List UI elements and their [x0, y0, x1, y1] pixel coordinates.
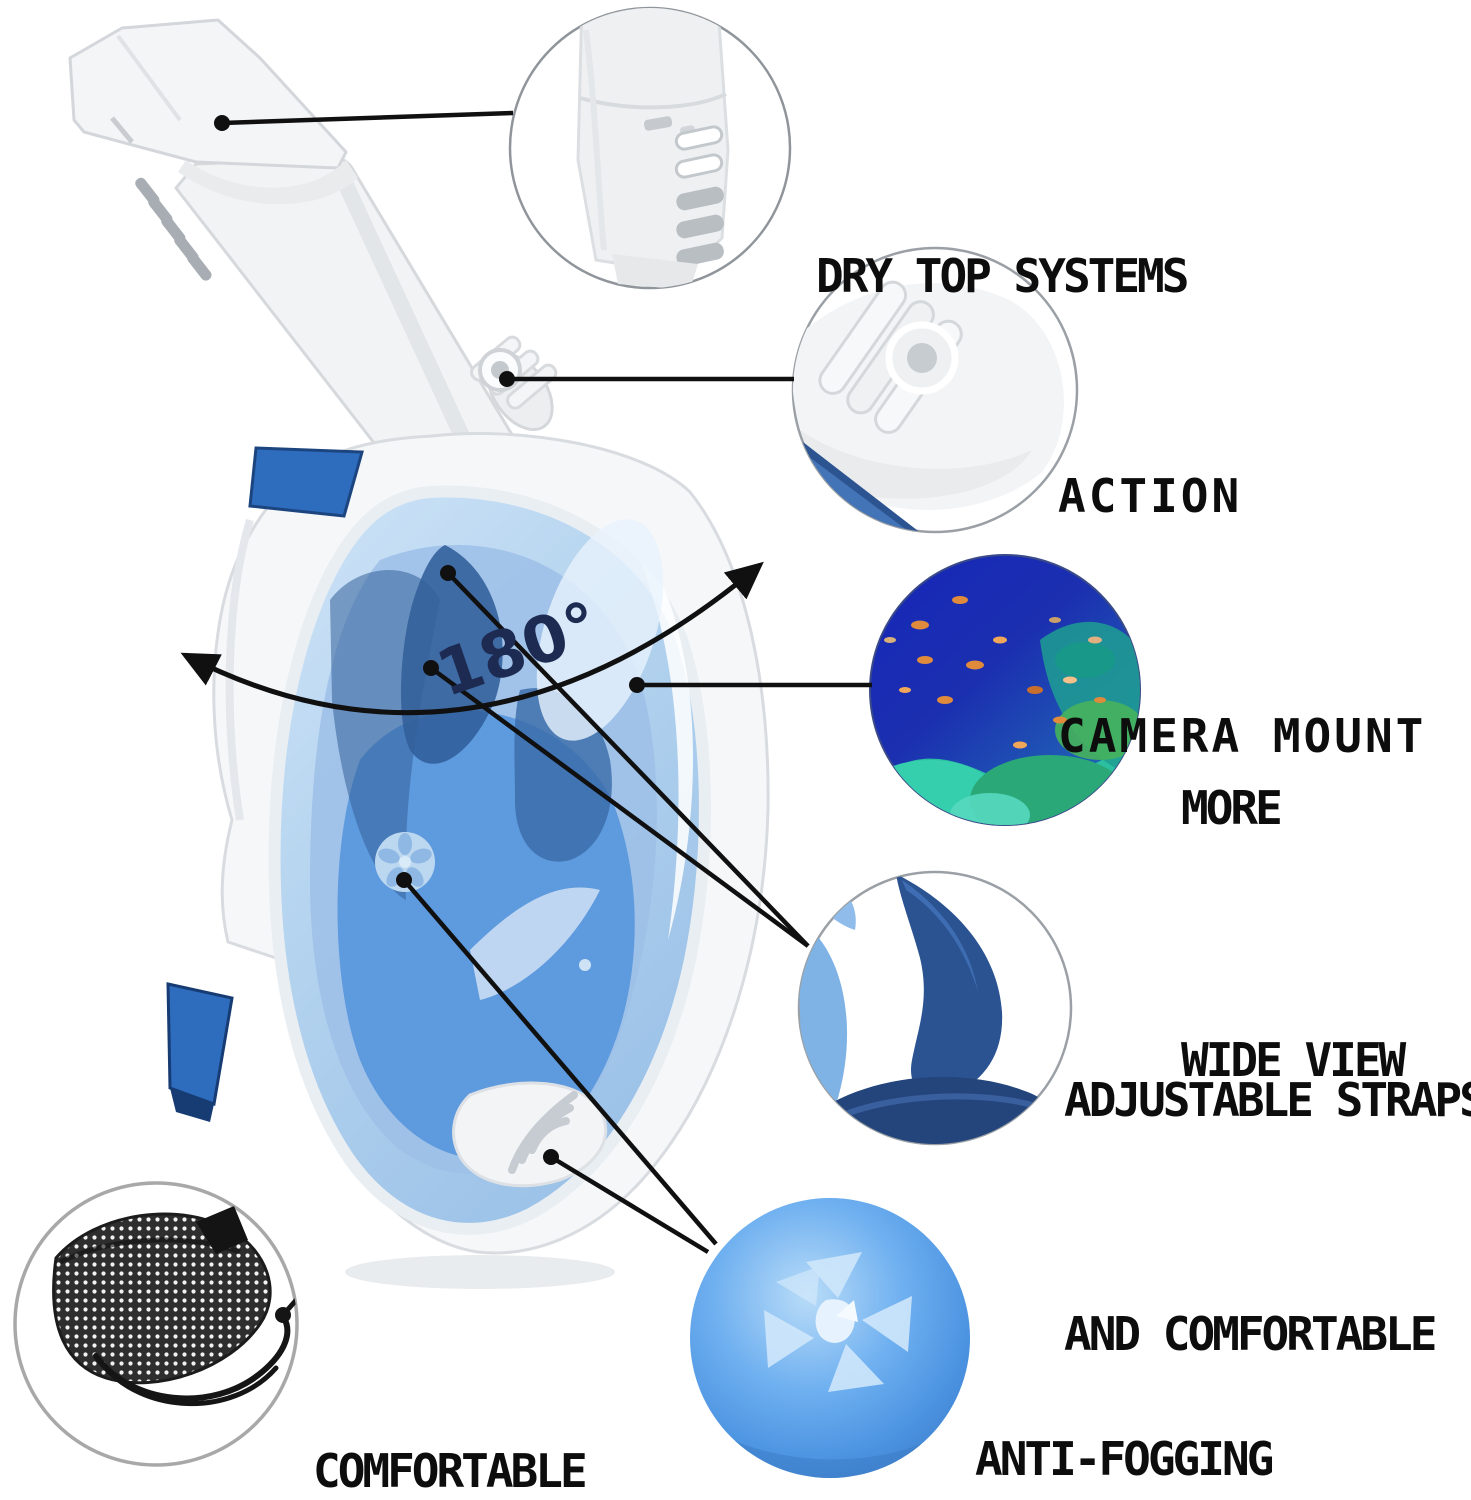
strap-tab-lower — [166, 982, 234, 1107]
label-action-mount: ACTION CAMERA MOUNT — [1058, 469, 1427, 763]
strap-main — [896, 874, 1003, 1097]
label-wide-view: MORE WIDE VIEW — [1181, 781, 1406, 1087]
line-antifog-a — [402, 878, 718, 1246]
line-straps-b — [429, 666, 810, 948]
anti-fog-detail-circle — [690, 1198, 970, 1478]
chin-purge-valve — [452, 1081, 608, 1188]
anti-fog-vents — [764, 1252, 912, 1392]
snorkel-tube — [68, 18, 518, 483]
fov-arc-arrow — [180, 561, 764, 716]
label-bag: COMFORTABLE WATERPROOF BAG — [313, 1444, 588, 1498]
dry-top-detail-circle — [508, 6, 792, 290]
bag-detail-circle — [13, 1181, 299, 1467]
strap-tab-upper — [248, 446, 364, 518]
label-straps: ADJUSTABLE STRAPS AND COMFORTABLE SILICO… — [1064, 1073, 1471, 1361]
straps-detail-circle — [797, 870, 1073, 1146]
label-dry-top-line: DRY TOP SYSTEMS — [816, 249, 1189, 303]
mask-shadow — [345, 1255, 615, 1289]
bag-flap — [196, 1206, 248, 1254]
snorkel-dry-top-cap — [68, 18, 348, 170]
dry-top-vent-slots — [674, 125, 724, 267]
label-anti-fog: ANTI-FOGGING SYSTEM — [975, 1432, 1274, 1486]
strap-tabs — [166, 446, 364, 1122]
action-mount-detail-circle — [791, 246, 1079, 534]
label-dry-top: DRY TOP SYSTEMS — [816, 76, 1189, 476]
reef-fish — [884, 596, 1106, 749]
line-dry-top — [221, 110, 514, 126]
nose-vent — [375, 832, 435, 892]
mesh-bag-body — [52, 1212, 272, 1385]
line-antifog-b — [549, 1155, 710, 1254]
snorkel-vent-slots — [135, 177, 212, 281]
